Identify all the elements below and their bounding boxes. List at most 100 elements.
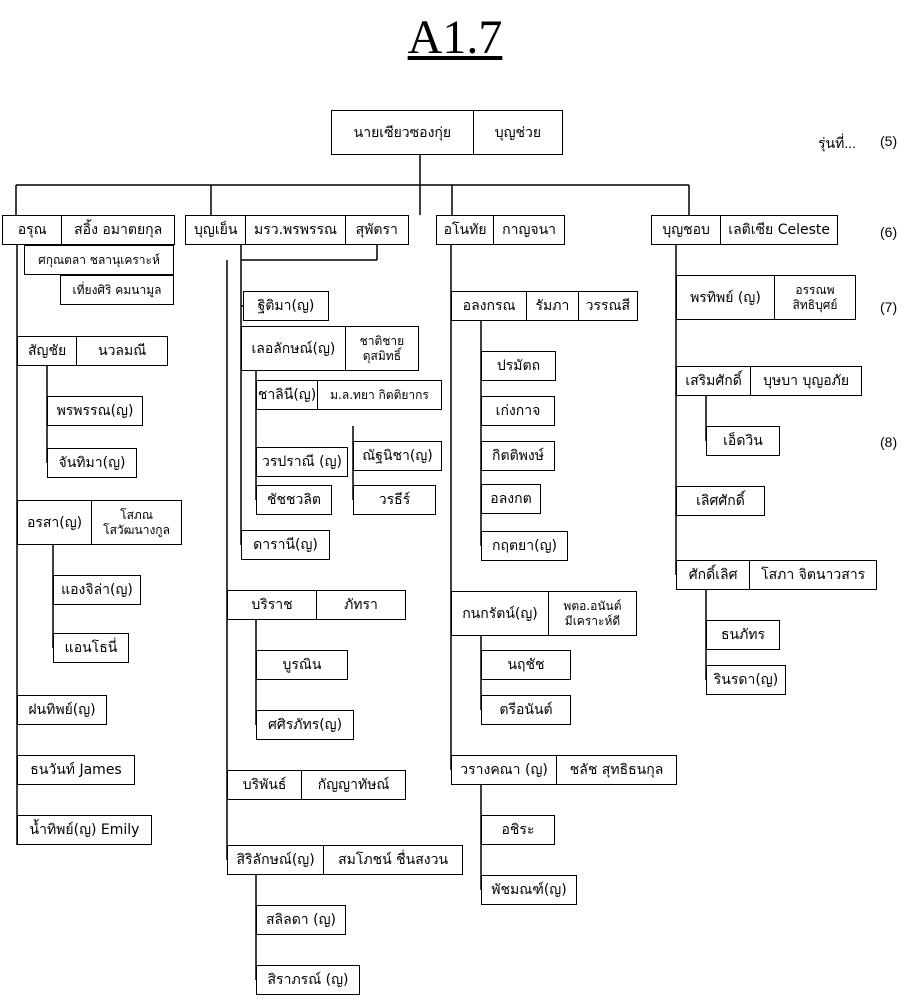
name-cell: ฐิติมา(ญ): [257, 298, 315, 314]
name-line: ดุสมิทธิ์: [362, 348, 402, 363]
name-cell: โสภา จิตนาวสาร: [749, 561, 876, 589]
name-cell: บริพันธ์: [242, 777, 287, 793]
name-cell: ณัฐนิชา(ญ): [362, 448, 433, 464]
generation-label: (7): [880, 299, 898, 315]
name-cell: บุญช่วย: [472, 111, 562, 154]
person-box-thanaphat: ธนภัทร: [706, 620, 780, 650]
person-box-lertsak: เลิศศักดิ์: [676, 486, 765, 516]
name-cell: นายเซียวซองกุ่ย: [353, 124, 452, 141]
person-box-nathnicha: ณัฐนิชา(ญ): [353, 441, 442, 471]
name-cell: กัญญาทัษณ์: [301, 771, 405, 799]
person-box-arun_w3: เที่ยงศิริ คมนามูล: [60, 275, 174, 305]
name-cell: ภัทรา: [316, 591, 405, 619]
name-cell: สุพัตรา: [344, 216, 408, 244]
person-box-sirilak: สิริลักษณ์(ญ)สมโภชน์ ชื่นสงวน: [227, 845, 463, 875]
person-box-siraphon: สิราภรณ์ (ญ): [256, 965, 360, 995]
name-cell: เลิศศักดิ์: [696, 493, 745, 509]
person-box-boonin: บูรณิน: [256, 650, 348, 680]
person-box-thitima: ฐิติมา(ญ): [243, 291, 329, 321]
person-box-bunyen: บุญเย็น มรว.พรพรรณสุพัตรา: [185, 215, 409, 245]
person-box-bunchob: บุญชอบเลติเซีย Celeste: [651, 215, 838, 245]
name-cell: บุญเย็น: [194, 222, 238, 238]
person-box-watcharee: วรธีร์: [353, 485, 436, 515]
person-box-fonthip: ฝนทิพย์(ญ): [17, 695, 107, 725]
name-cell: พตอ.อนันต์มีเคราะห์ดี: [547, 592, 636, 635]
name-cell: นฤชัช: [507, 657, 545, 673]
person-box-daranee: ดารานี(ญ): [241, 530, 330, 560]
name-cell: จันทิมา(ญ): [58, 455, 126, 471]
name-cell: เที่ยงศิริ คมนามูล: [72, 282, 162, 297]
name-cell: บุษบา บุญอภัย: [750, 367, 861, 395]
person-box-chatchawalit: ชัชชวลิต: [256, 485, 332, 515]
name-cell: ชัชชวลิต: [266, 492, 322, 508]
name-cell: พัชมณฑ์(ญ): [491, 882, 567, 898]
person-box-chanthima: จันทิมา(ญ): [47, 448, 137, 478]
name-cell: พรทิพย์ (ญ): [690, 289, 761, 306]
person-box-kittipong: กิตติพงษ์: [481, 441, 555, 471]
name-cell: ปรมัตถ: [496, 358, 541, 374]
name-cell: ฝนทิพย์(ญ): [28, 702, 96, 718]
name-cell: สลิลดา (ญ): [266, 912, 336, 928]
person-box-orasa: อรสา(ญ) โสภณโสวัฒนางกูล: [17, 500, 182, 545]
name-cell: ศักดิ์เลิศ: [688, 567, 738, 583]
name-cell: อรสา(ญ): [26, 514, 83, 531]
name-cell: อลงกต: [490, 491, 532, 507]
name-cell: บูรณิน: [282, 657, 322, 673]
name-line: โสภณ: [120, 507, 153, 522]
person-box-arun_w2: ศกุณตลา ชลานุเคราะห์: [24, 245, 174, 275]
person-box-warangkana: วรางคณา (ญ) ชลัช สุทธิธนกุล: [451, 755, 677, 785]
name-cell: ชลัช สุทธิธนกุล: [556, 756, 676, 784]
name-cell: น้ำทิพย์(ญ) Emily: [29, 822, 140, 838]
name-cell: อลงกรณ: [462, 298, 516, 314]
name-cell: แองจิล่า(ญ): [61, 582, 133, 598]
person-box-boriphan: บริพันธ์ กัญญาทัษณ์: [227, 770, 406, 800]
person-box-treenan: ตรีอนันต์: [481, 695, 571, 725]
person-box-chalinee: ชาลินี(ญ)ม.ล.ทยา กิตติยากร: [256, 380, 442, 410]
name-cell: ศกุณตลา ชลานุเคราะห์: [38, 252, 160, 267]
name-cell: นวลมณี: [76, 337, 167, 365]
name-cell: วรปราณี (ญ): [262, 454, 342, 470]
name-cell: เสริมศักดิ์: [685, 373, 742, 389]
person-box-saklert: ศักดิ์เลิศ โสภา จิตนาวสาร: [676, 560, 877, 590]
name-cell: วรธีร์: [378, 492, 411, 508]
name-cell: สัญชัย: [28, 343, 67, 359]
name-cell: อรุณ: [17, 222, 47, 238]
person-box-namthip: น้ำทิพย์(ญ) Emily: [17, 815, 152, 845]
person-box-kritaya: กฤตยา(ญ): [481, 531, 568, 561]
person-box-root: นายเซียวซองกุ่ย บุญช่วย: [331, 110, 563, 155]
name-cell: โสภณโสวัฒนางกูล: [91, 501, 181, 544]
person-box-thanawan: ธนวันท์ James: [17, 755, 135, 785]
person-box-angela: แองจิล่า(ญ): [53, 575, 141, 605]
person-box-sanchai: สัญชัย นวลมณี: [17, 336, 168, 366]
person-box-leolak: เลอลักษณ์(ญ) ชาติชายดุสมิทธิ์: [241, 326, 419, 371]
person-box-phatchamon: พัชมณฑ์(ญ): [481, 875, 577, 905]
name-line: มีเคราะห์ดี: [564, 613, 621, 628]
person-box-boriraj: บริราชภัทรา: [227, 590, 406, 620]
name-cell: ม.ล.ทยา กิตติยากร: [317, 381, 441, 409]
name-cell: เลอลักษณ์(ญ): [251, 340, 336, 357]
name-cell: ดารานี(ญ): [253, 537, 318, 553]
name-cell: อชิระ: [501, 822, 535, 838]
name-cell: สอิ้ง อมาตยกุล: [61, 216, 174, 244]
name-cell: วรรณสี: [577, 292, 637, 320]
person-box-pramat: ปรมัตถ: [481, 351, 556, 381]
generation-label: (8): [880, 434, 898, 450]
name-cell: สมโภชน์ ชื่นสงวน: [323, 846, 462, 874]
name-cell: ศศิรภัทร(ญ): [267, 717, 343, 733]
name-cell: วรางคณา (ญ): [460, 762, 548, 778]
name-line: ชาติชาย: [359, 333, 405, 348]
person-box-anthony: แอนโธนี่: [53, 633, 129, 663]
name-cell: ตรีอนันต์: [499, 702, 553, 718]
person-box-alongkot: อลงกต: [481, 484, 541, 514]
name-cell: กฤตยา(ญ): [492, 538, 557, 554]
name-cell: อรรณพสิทธิบุศย์: [773, 276, 855, 319]
name-line: สิทธิบุศย์: [792, 297, 838, 312]
name-cell: รินรดา(ญ): [713, 672, 779, 688]
name-cell: กนกรัตน์(ญ): [462, 605, 538, 622]
person-box-porntip: พรทิพย์ (ญ) อรรณพสิทธิบุศย์: [676, 275, 856, 320]
name-line: อรรณพ: [795, 282, 835, 297]
person-box-arun: อรุณ สอิ้ง อมาตยกุล: [2, 215, 175, 245]
name-cell: มรว.พรพรรณ: [245, 216, 344, 244]
person-box-natthachat: นฤชัช: [481, 650, 571, 680]
name-cell: เลติเซีย Celeste: [720, 216, 837, 244]
